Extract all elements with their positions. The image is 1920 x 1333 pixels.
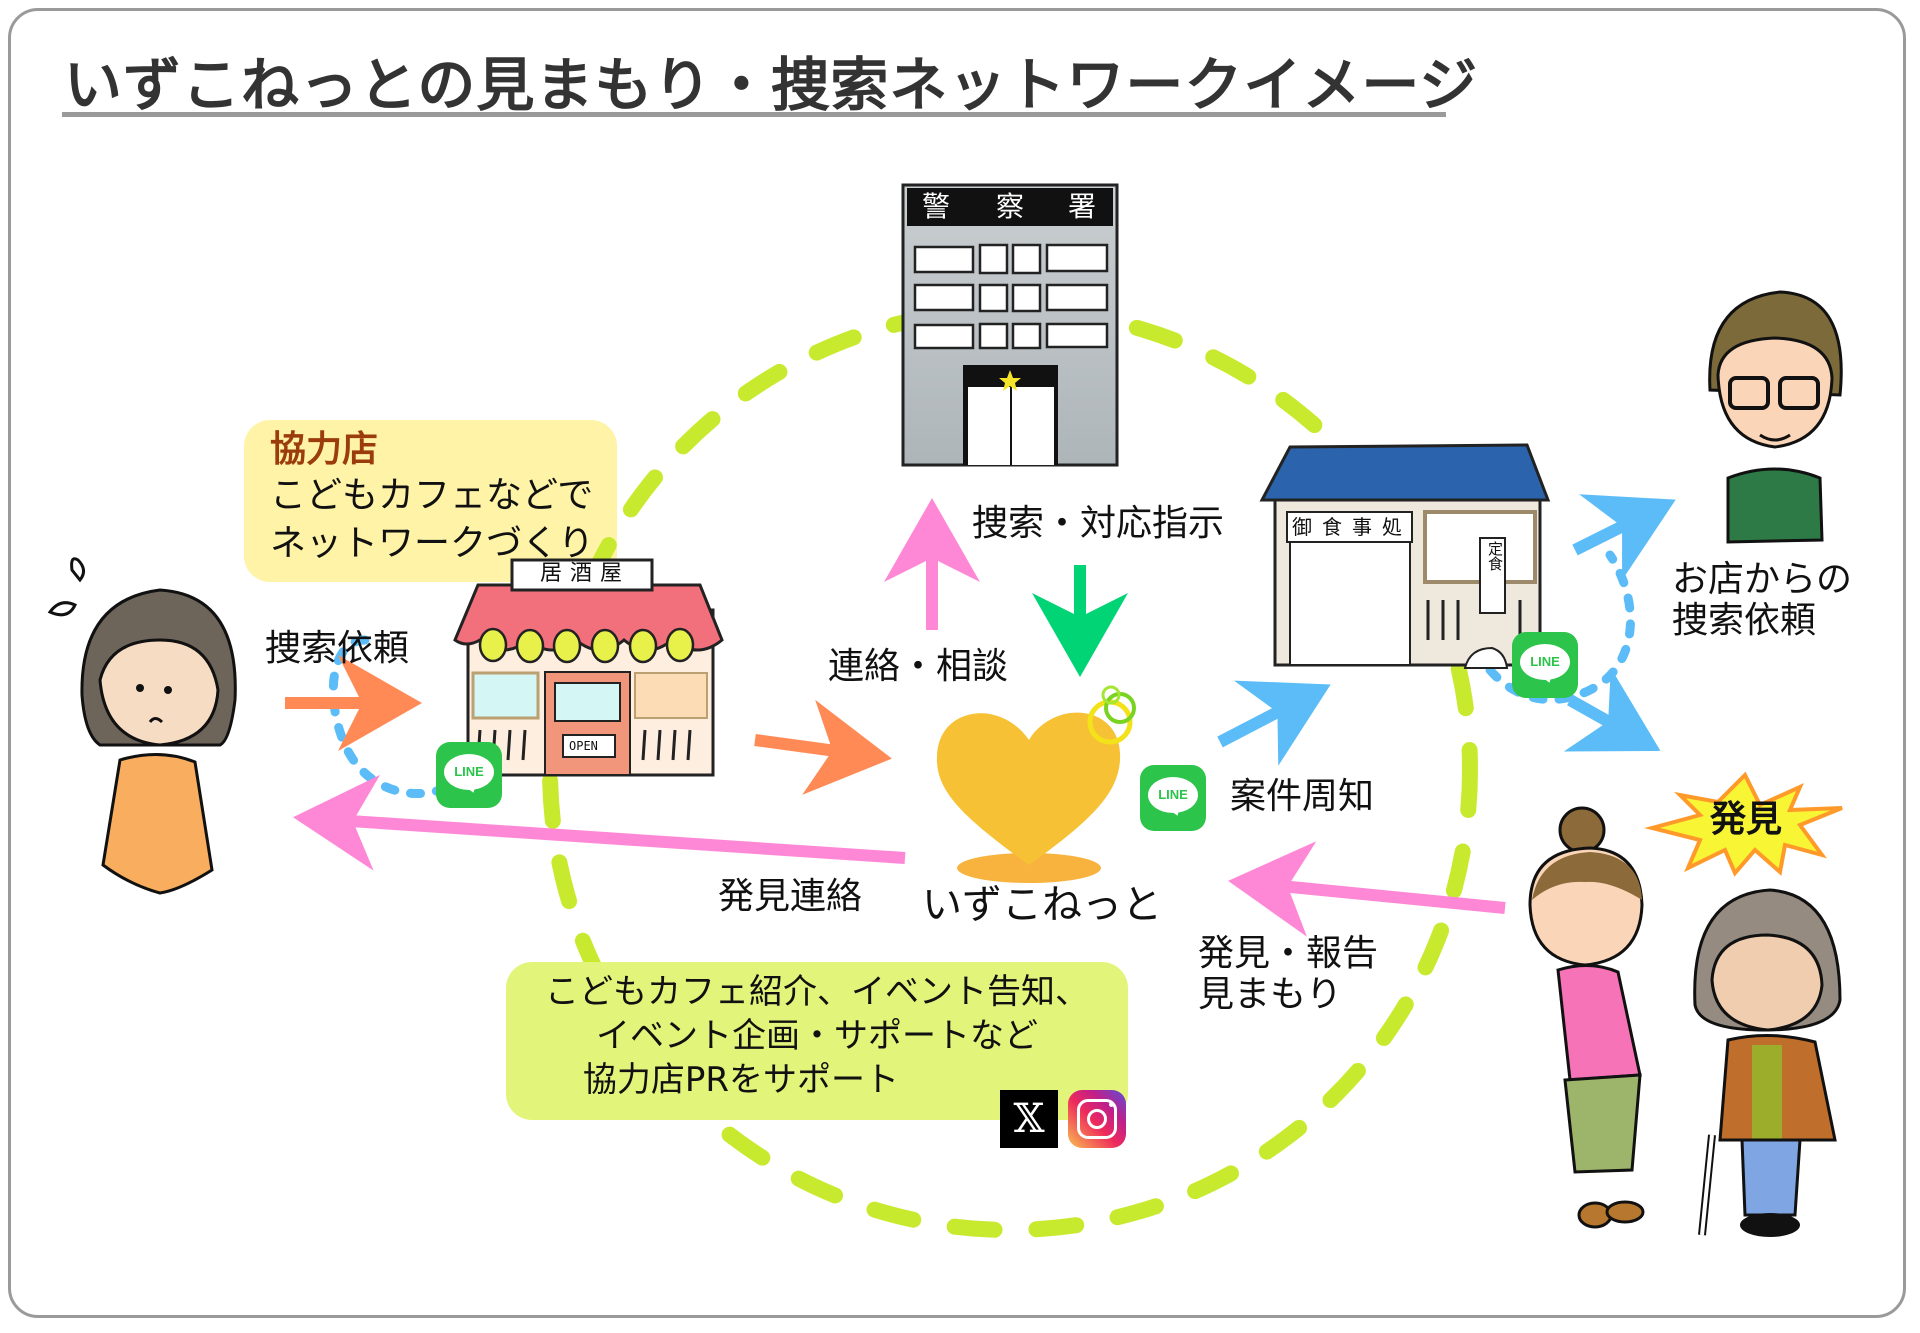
label-shop-request: 捜索依頼 bbox=[1672, 600, 1817, 641]
shop-owner-man bbox=[1708, 290, 1843, 544]
arrow-shop-to-finder bbox=[1563, 667, 1661, 752]
label-contact-consult: 連絡・相談 bbox=[828, 646, 1009, 687]
line-icon-text: LINE bbox=[1148, 777, 1198, 813]
label-found-contact: 発見連絡 bbox=[718, 876, 863, 917]
found-starburst bbox=[1644, 771, 1843, 877]
title-underline bbox=[62, 112, 1446, 117]
police-sign-char: 察 bbox=[996, 190, 1025, 223]
line-app-icon[interactable]: LINE bbox=[1512, 632, 1578, 698]
x-icon[interactable]: 𝕏 bbox=[1000, 1090, 1058, 1148]
cooperating-store-box: 協力店 こどもカフェなどで ネットワークづくり bbox=[244, 420, 617, 582]
line-icon-text: LINE bbox=[1520, 644, 1570, 680]
label-watching: 見まもり bbox=[1198, 974, 1343, 1015]
arrow-shop-to-man bbox=[1572, 494, 1676, 581]
diagram-frame bbox=[8, 8, 1906, 1318]
teishoku-banner: 定食 bbox=[1486, 541, 1504, 571]
pr-support-line: こどもカフェ紹介、イベント告知、 bbox=[545, 972, 1089, 1012]
hub-name: いずこねっと bbox=[922, 882, 1162, 928]
shokudo-restaurant bbox=[1259, 443, 1551, 669]
line-app-icon[interactable]: LINE bbox=[1140, 765, 1206, 831]
open-sign: OPEN bbox=[569, 739, 598, 753]
police-station bbox=[901, 183, 1119, 467]
shokudo-sign-char: 御 bbox=[1292, 515, 1312, 539]
pr-support-box: こどもカフェ紹介、イベント告知、 イベント企画・サポートなど 協力店PRをサポー… bbox=[506, 962, 1128, 1120]
label-search-instruction: 捜索・対応指示 bbox=[972, 503, 1225, 544]
police-sign-char: 警 bbox=[922, 190, 951, 223]
label-case-notice: 案件周知 bbox=[1230, 776, 1375, 817]
izakaya-store bbox=[453, 558, 724, 777]
instagram-icon[interactable] bbox=[1068, 1090, 1126, 1148]
arrow-found-report bbox=[1228, 841, 1506, 937]
pr-support-line: イベント企画・サポートなど bbox=[596, 1016, 1038, 1056]
label-search-request: 捜索依頼 bbox=[265, 628, 410, 669]
izakaya-sign: 居酒屋 bbox=[540, 561, 631, 586]
police-sign-char: 署 bbox=[1068, 190, 1097, 223]
arrow-store-to-hub bbox=[754, 699, 892, 795]
cooperating-store-line: こどもカフェなどで bbox=[270, 475, 594, 516]
worried-woman bbox=[47, 557, 237, 895]
cooperating-store-line: ネットワークづくり bbox=[270, 523, 595, 564]
page-title: いずこねっとの見まもり・捜索ネットワークイメージ bbox=[64, 51, 1479, 119]
finder-woman bbox=[1528, 806, 1645, 1229]
label-found-report: 発見・報告 bbox=[1198, 933, 1379, 974]
label-shop-request: お店からの bbox=[1672, 559, 1853, 600]
arrow-case-notice bbox=[1217, 680, 1331, 766]
shokudo-sign-char: 事 bbox=[1352, 515, 1372, 539]
shokudo-sign-char: 処 bbox=[1382, 515, 1402, 539]
shokudo-sign-char: 食 bbox=[1322, 515, 1342, 539]
elderly-person bbox=[1693, 888, 1842, 1237]
line-loop-left bbox=[328, 635, 445, 799]
izukonet-heart-logo bbox=[936, 685, 1136, 883]
pr-support-line: 協力店PRをサポート bbox=[582, 1060, 900, 1100]
line-app-icon[interactable]: LINE bbox=[436, 742, 502, 808]
cooperating-store-heading: 協力店 bbox=[270, 429, 379, 470]
found-burst-label: 発見 bbox=[1710, 799, 1783, 840]
arrow-found-contact bbox=[293, 774, 906, 871]
line-icon-text: LINE bbox=[444, 754, 494, 790]
